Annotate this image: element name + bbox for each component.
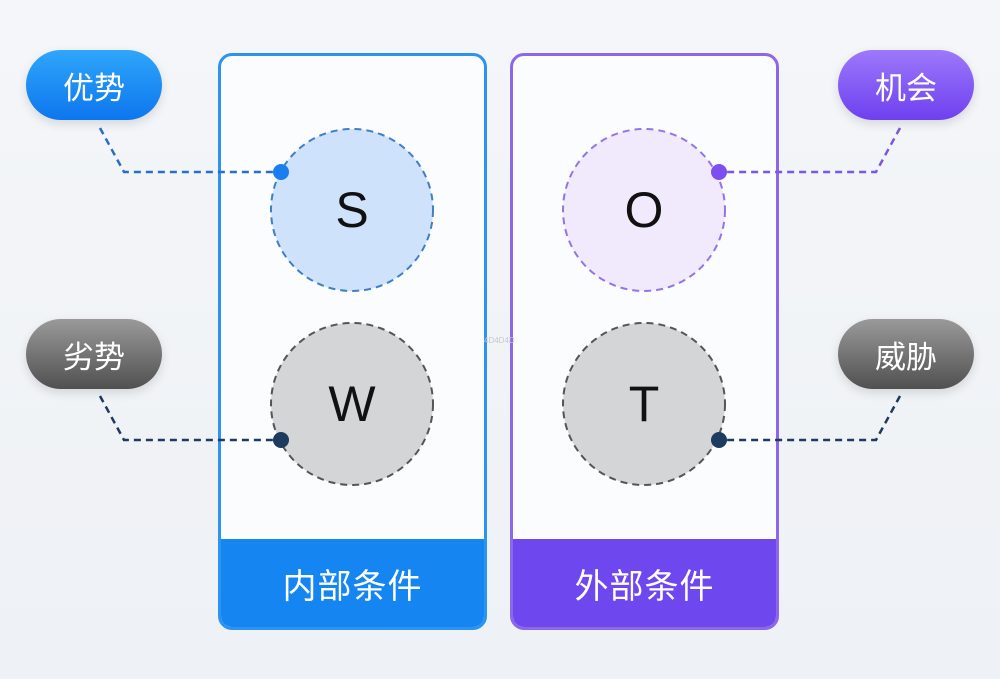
strengths-pill: 优势 (26, 50, 162, 120)
opportunity-anchor-dot (711, 164, 727, 180)
strength-letter: S (335, 182, 369, 238)
threat-anchor-dot (711, 432, 727, 448)
opportunity-letter: O (624, 182, 664, 238)
strength-anchor-dot (273, 164, 289, 180)
weaknesses-pill: 劣势 (26, 319, 162, 389)
strength-circle (270, 128, 434, 292)
opportunities-pill: 机会 (838, 50, 974, 120)
threats-pill: 威胁 (838, 319, 974, 389)
weakness-circle (270, 322, 434, 486)
threat-circle (562, 322, 726, 486)
opportunity-circle (562, 128, 726, 292)
threat-connector (719, 395, 902, 442)
strength-connector (98, 127, 281, 174)
threat-letter: T (628, 376, 660, 432)
weakness-anchor-dot (273, 432, 289, 448)
weakness-connector (98, 395, 281, 442)
weakness-letter: W (328, 376, 376, 432)
internal-conditions-label: 内部条件 (221, 539, 484, 627)
watermark-text: 4D4D4D (484, 336, 515, 345)
opportunity-connector (719, 127, 902, 174)
external-conditions-label: 外部条件 (513, 539, 776, 627)
